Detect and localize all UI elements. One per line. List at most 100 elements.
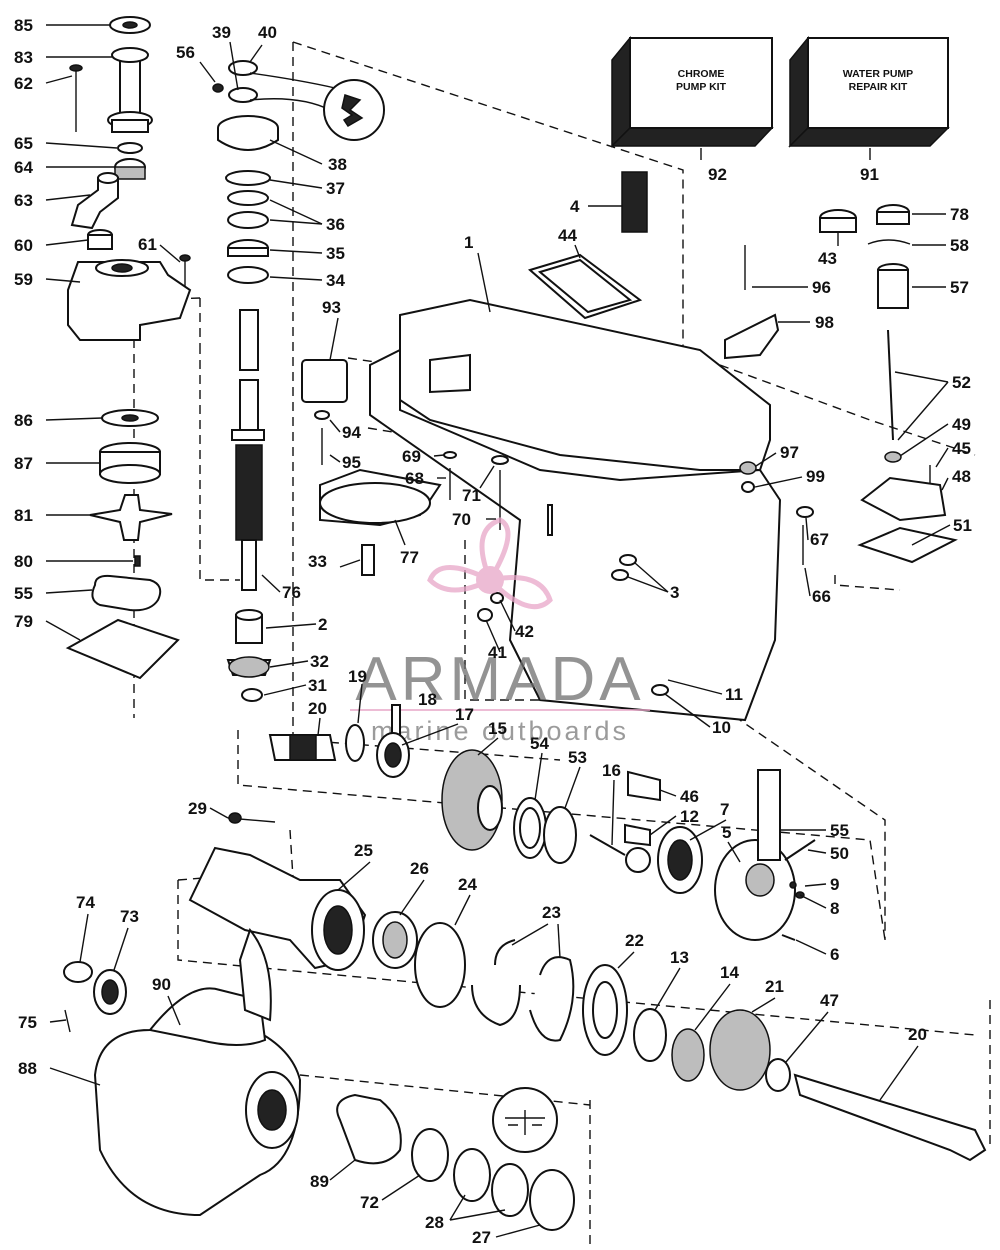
callout-93: 93 <box>322 298 341 317</box>
callout-21: 21 <box>765 977 784 996</box>
callout-10: 10 <box>712 718 731 737</box>
callout-36: 36 <box>326 215 345 234</box>
callout-40: 40 <box>258 23 277 42</box>
leader-lines <box>45 24 951 1238</box>
bearing-housing-row <box>63 846 987 1162</box>
callout-48: 48 <box>952 467 971 486</box>
callout-70: 70 <box>452 510 471 529</box>
callout-92: 92 <box>708 165 727 184</box>
callout-61: 61 <box>138 235 157 254</box>
callout-45: 45 <box>952 439 971 458</box>
callout-63: 63 <box>14 191 33 210</box>
callout-50: 50 <box>830 844 849 863</box>
callout-79: 79 <box>14 612 33 631</box>
callout-14: 14 <box>720 963 739 982</box>
propeller <box>93 927 575 1231</box>
callout-29: 29 <box>188 799 207 818</box>
callout-15: 15 <box>488 719 507 738</box>
callout-37: 37 <box>326 179 345 198</box>
callout-75: 75 <box>18 1013 37 1032</box>
callout-20b: 20 <box>908 1025 927 1044</box>
callout-66: 66 <box>812 587 831 606</box>
water-kit-line2: REPAIR KIT <box>849 81 908 93</box>
callout-81: 81 <box>14 506 33 525</box>
callout-49: 49 <box>952 415 971 434</box>
callout-52: 52 <box>952 373 971 392</box>
callout-4: 4 <box>570 197 580 216</box>
callout-25: 25 <box>354 841 373 860</box>
callout-98: 98 <box>815 313 834 332</box>
callout-96: 96 <box>812 278 831 297</box>
callout-22: 22 <box>625 931 644 950</box>
callout-87: 87 <box>14 454 33 473</box>
chrome-pump-kit-box: CHROME PUMP KIT <box>610 35 774 148</box>
callout-32: 32 <box>310 652 329 671</box>
gear-bearing-row <box>227 704 816 941</box>
callout-17: 17 <box>455 705 474 724</box>
callout-85: 85 <box>14 16 33 35</box>
callout-7: 7 <box>720 800 729 819</box>
callout-72: 72 <box>360 1193 379 1212</box>
callout-94: 94 <box>342 423 361 442</box>
callout-20a: 20 <box>308 699 327 718</box>
callout-18: 18 <box>418 690 437 709</box>
callout-56: 56 <box>176 43 195 62</box>
callout-13: 13 <box>670 948 689 967</box>
callout-12: 12 <box>680 807 699 826</box>
callout-3: 3 <box>670 583 679 602</box>
callout-69: 69 <box>402 447 421 466</box>
callout-95: 95 <box>342 453 361 472</box>
callout-57: 57 <box>950 278 969 297</box>
callout-1: 1 <box>464 233 473 252</box>
water-kit-line1: WATER PUMP <box>843 68 913 80</box>
callout-6: 6 <box>830 945 839 964</box>
chrome-kit-line2: PUMP KIT <box>676 81 727 93</box>
callout-31: 31 <box>308 676 327 695</box>
callout-88: 88 <box>18 1059 37 1078</box>
callout-78: 78 <box>950 205 969 224</box>
callout-55a: 55 <box>14 584 33 603</box>
callout-8: 8 <box>830 899 839 918</box>
callout-24: 24 <box>458 875 477 894</box>
callout-89: 89 <box>310 1172 329 1191</box>
callout-35: 35 <box>326 244 345 263</box>
callout-34: 34 <box>326 271 345 290</box>
callout-54: 54 <box>530 734 549 753</box>
callout-76: 77 <box>400 548 419 567</box>
callout-42: 42 <box>515 622 534 641</box>
callout-97: 97 <box>780 443 799 462</box>
callout-44: 44 <box>558 226 577 245</box>
callout-11: 11 <box>725 685 743 704</box>
callout-labels: 85 83 62 65 64 63 60 61 59 86 87 81 80 5… <box>14 16 972 1247</box>
callout-62: 62 <box>14 74 33 93</box>
callout-73: 73 <box>120 907 139 926</box>
callout-83: 83 <box>14 48 33 67</box>
armada-logo-blades <box>427 517 553 610</box>
callout-91: 91 <box>860 165 879 184</box>
callout-68: 68 <box>405 469 424 488</box>
callout-5: 5 <box>722 823 731 842</box>
chrome-kit-line1: CHROME <box>678 68 725 80</box>
callout-60: 60 <box>14 236 33 255</box>
callout-9: 9 <box>830 875 839 894</box>
watermark-brand: ARMADA <box>355 645 644 714</box>
callout-46: 46 <box>680 787 699 806</box>
callout-47: 47 <box>820 991 839 1010</box>
callout-19: 19 <box>348 667 367 686</box>
driveshaft-group <box>212 60 279 702</box>
callout-23: 23 <box>542 903 561 922</box>
callout-65: 65 <box>14 134 33 153</box>
gearcase-housing <box>301 171 782 722</box>
callout-26: 26 <box>410 859 429 878</box>
callout-39: 39 <box>212 23 231 42</box>
shift-rod-group <box>314 204 958 696</box>
callout-80: 80 <box>14 552 33 571</box>
callout-58: 58 <box>950 236 969 255</box>
callout-90: 90 <box>152 975 171 994</box>
callout-43: 43 <box>818 249 837 268</box>
callout-67: 67 <box>810 530 829 549</box>
callout-38: 38 <box>328 155 347 174</box>
callout-2: 2 <box>318 615 327 634</box>
callout-55b: 55 <box>830 821 849 840</box>
